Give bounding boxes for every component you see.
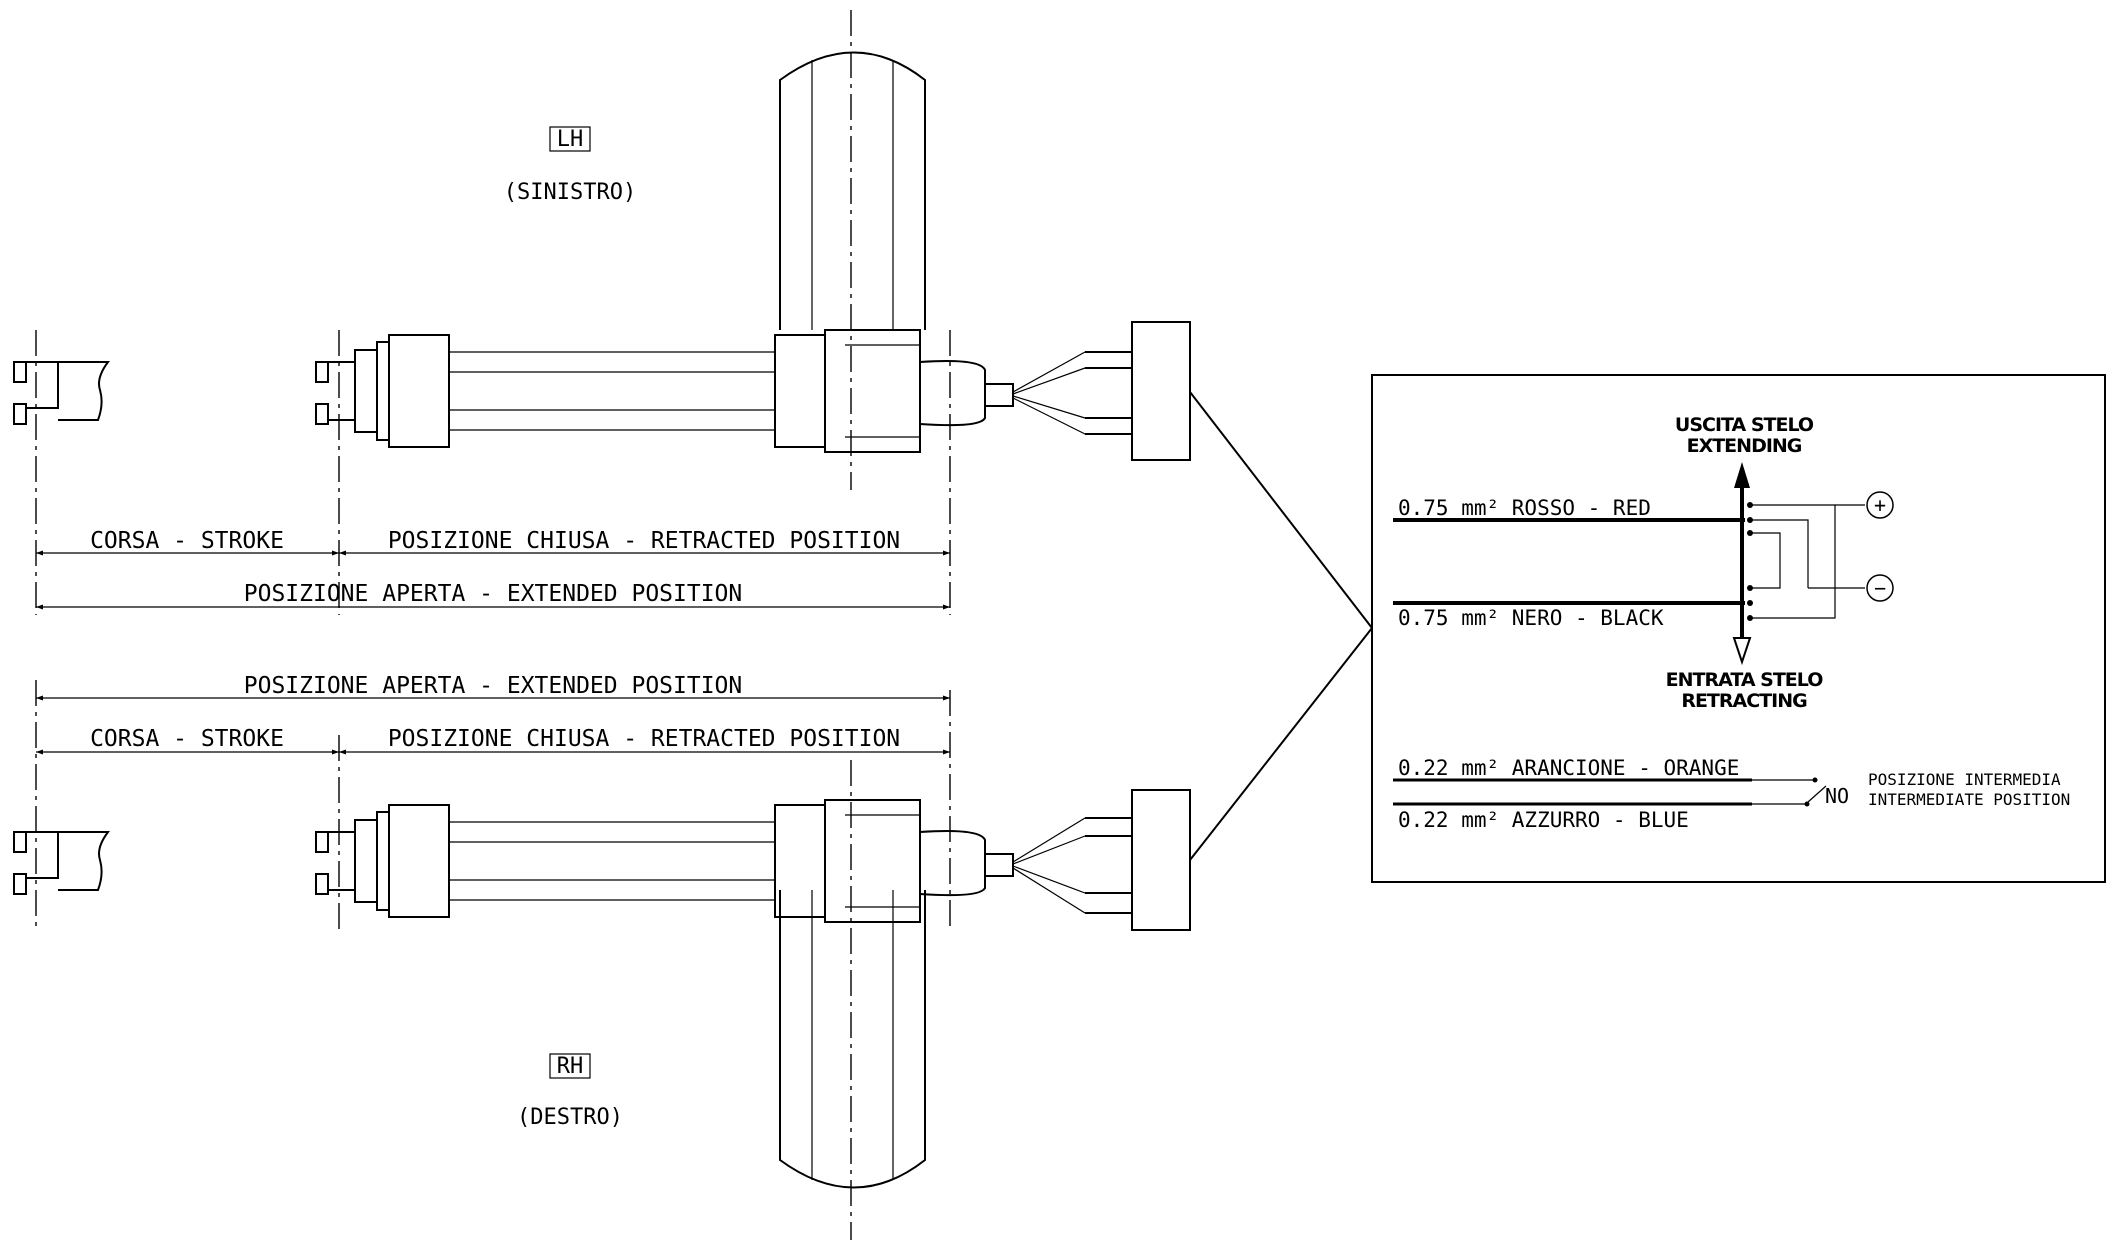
bottom-retracted-label: POSIZIONE CHIUSA - RETRACTED POSITION [388, 726, 900, 752]
bottom-extended-label: POSIZIONE APERTA - EXTENDED POSITION [244, 673, 743, 699]
rh-code: RH [557, 1054, 584, 1079]
rh-description: (DESTRO) [517, 1105, 623, 1130]
wire-red-label: 0.75 mm² ROSSO - RED [1398, 496, 1651, 520]
dimension-lines [36, 550, 950, 755]
callout-line-bottom [1189, 627, 1373, 861]
top-retracted-label: POSIZIONE CHIUSA - RETRACTED POSITION [388, 528, 900, 554]
minus-terminal: − [1874, 576, 1886, 600]
rh-motor [779, 890, 926, 1189]
top-stroke-label: CORSA - STROKE [90, 528, 284, 554]
rh-label-box [549, 1053, 591, 1079]
intermediate-label-en: INTERMEDIATE POSITION [1868, 790, 2070, 809]
wiring-detail [1371, 374, 2106, 883]
intermediate-label-it: POSIZIONE INTERMEDIA [1868, 770, 2061, 789]
wire-orange-label: 0.22 mm² ARANCIONE - ORANGE [1398, 756, 1739, 780]
plus-terminal: + [1874, 493, 1886, 517]
lh-actuator [13, 321, 1191, 461]
no-contact-label: NO [1825, 784, 1849, 808]
lh-motor [779, 51, 926, 330]
wire-blue-label: 0.22 mm² AZZURRO - BLUE [1398, 808, 1689, 832]
center-lines [35, 10, 951, 1240]
extending-label-it: USCITA STELO [1675, 414, 1814, 436]
retracting-label-en: RETRACTING [1681, 690, 1807, 712]
lh-label-box [549, 126, 591, 152]
callout-line-top [1189, 391, 1373, 629]
rh-actuator [13, 789, 1191, 931]
bottom-stroke-label: CORSA - STROKE [90, 726, 284, 752]
wire-black-label: 0.75 mm² NERO - BLACK [1398, 606, 1664, 630]
lh-code: LH [557, 127, 584, 152]
top-extended-label: POSIZIONE APERTA - EXTENDED POSITION [244, 581, 743, 607]
retracting-label-it: ENTRATA STELO [1666, 669, 1824, 691]
lh-description: (SINISTRO) [504, 180, 636, 205]
extending-label-en: EXTENDING [1687, 435, 1802, 457]
